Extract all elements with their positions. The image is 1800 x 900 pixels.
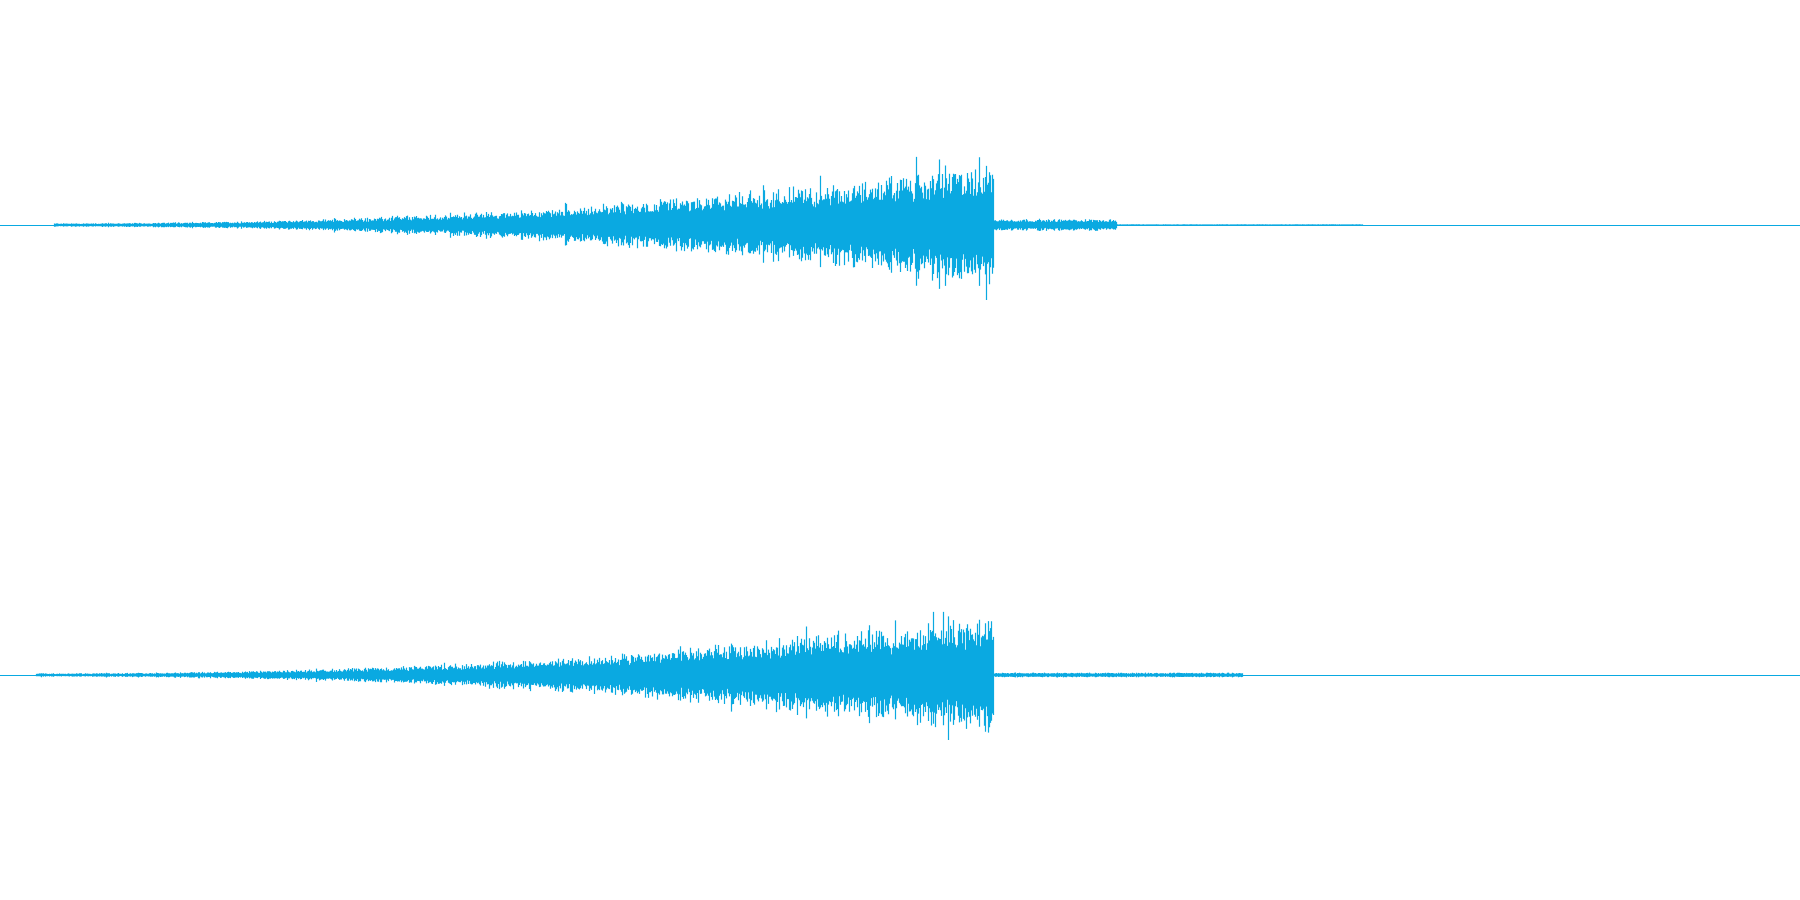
channel-2-amplitude	[35, 611, 1244, 740]
channel-1-amplitude	[53, 156, 1364, 300]
channel-2-waveform[interactable]	[0, 611, 1800, 740]
channel-1-waveform[interactable]	[0, 156, 1800, 300]
